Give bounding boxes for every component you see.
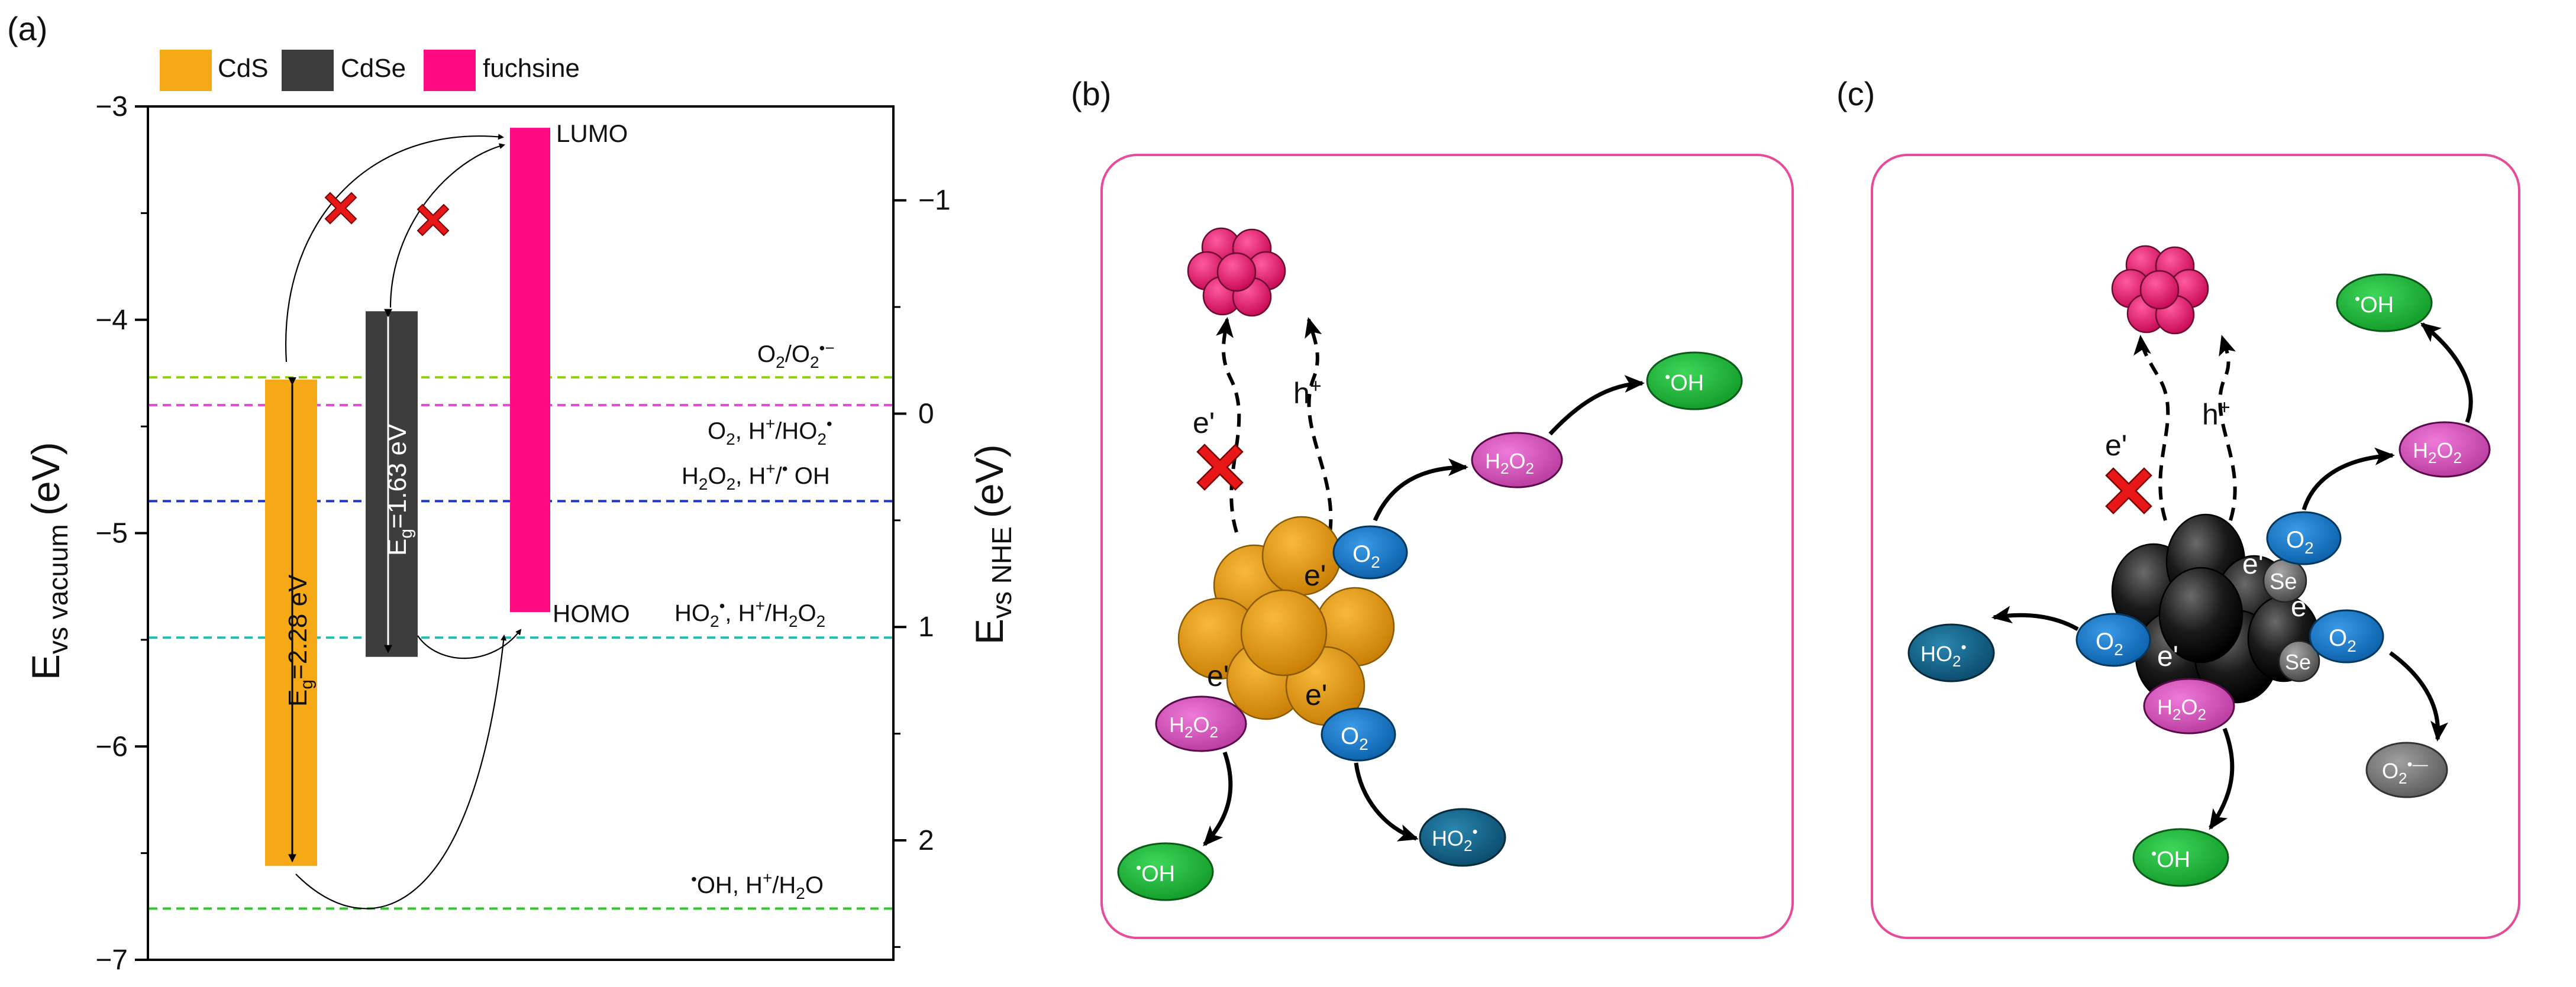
- svg-text:O2•—: O2•—: [2382, 755, 2428, 787]
- panel-b: (b) e' h+ e' e' e' O2 O2 H2O2: [1071, 75, 1794, 939]
- reaction-arrow: [2388, 651, 2448, 742]
- hole-path: [2218, 335, 2237, 521]
- cds-to-lumo-arrow: [285, 134, 504, 363]
- reaction-arrow: [1203, 751, 1233, 846]
- gap-label-cds: Eg=2.28 eV: [283, 574, 317, 707]
- homo-label: HOMO: [553, 600, 630, 627]
- hole-label: h+: [1293, 375, 1322, 410]
- svg-text:•OH: •OH: [2151, 844, 2190, 872]
- cdse-to-lumo-arrow: [389, 143, 505, 308]
- redox-labels: O2/O2•− O2, H+/HO2• H2O2, H+/• OH HO2•, …: [674, 339, 835, 902]
- right-axis-title: Evs NHE(eV): [967, 444, 1017, 645]
- svg-text:•OH: •OH: [1136, 859, 1175, 886]
- dye-molecule-icon: [2111, 245, 2209, 335]
- panel-c-frame: [1871, 154, 2520, 939]
- o2-molecule: O2: [2075, 613, 2151, 667]
- panel-b-frame: [1100, 154, 1794, 939]
- se-atom: Se: [2278, 640, 2320, 682]
- lumo-label: LUMO: [556, 119, 628, 147]
- redox-label-ho2: O2, H+/HO2•: [708, 415, 832, 448]
- electron-label: e': [2242, 549, 2264, 580]
- redox-label-o2-superoxide: O2/O2•−: [757, 339, 835, 371]
- blocked-cross-icon: [417, 203, 450, 237]
- reaction-arrow: [2301, 447, 2395, 511]
- redox-label-h2o2-oh: H2O2, H+/• OH: [682, 459, 830, 493]
- left-axis-tick-label: −3: [95, 91, 128, 122]
- svg-text:Se: Se: [2285, 650, 2311, 674]
- left-axis-tick-label: −4: [95, 305, 128, 336]
- oh-radical: •OH: [1646, 351, 1743, 410]
- band-fuchsine: [510, 128, 550, 612]
- o2-molecule: O2: [1321, 707, 1396, 762]
- electron-path: [1216, 317, 1241, 533]
- panel-label-a: (a): [7, 10, 47, 47]
- legend-swatch-cds: [160, 50, 212, 91]
- svg-text:Se: Se: [2270, 569, 2297, 594]
- svg-text:•OH: •OH: [1665, 368, 1704, 396]
- legend-label-cds: CdS: [218, 54, 269, 83]
- reaction-arrow: [1991, 606, 2079, 632]
- dye-molecule-icon: [1187, 227, 1286, 317]
- superoxide-radical: O2•—: [2365, 742, 2448, 798]
- reaction-arrow: [2209, 727, 2235, 830]
- h2o2-molecule: H2O2: [1471, 432, 1563, 488]
- oh-radical: •OH: [2336, 273, 2433, 332]
- blocked-cross-icon: [2105, 467, 2152, 514]
- ho2-radical: HO2•: [1419, 808, 1506, 867]
- oh-radical: •OH: [2132, 828, 2229, 887]
- panel-c: (c) e' h+ Se Se e' e' e' O2: [1836, 75, 2520, 939]
- electron-label: e': [2291, 591, 2312, 623]
- electron-label: e': [2157, 641, 2178, 672]
- cds-particle: [1177, 516, 1395, 726]
- left-axis-tick-label: −5: [95, 518, 128, 549]
- left-axis-tick-label: −7: [95, 944, 128, 976]
- ho2-radical: HO2•: [1907, 623, 1995, 682]
- o2-molecule: O2: [2309, 609, 2384, 664]
- electron-label: e': [2105, 429, 2127, 462]
- electron-path: [2133, 335, 2170, 521]
- hole-label: h+: [2202, 396, 2230, 431]
- o2-molecule: O2: [2266, 511, 2342, 565]
- oh-radical: •OH: [1117, 842, 1214, 901]
- left-axis: −3 −4 −5 −6 −7: [95, 91, 148, 976]
- hole-path: [1305, 317, 1333, 533]
- panel-a: (a) CdS CdSe fuchsine −3 −4 −5 −6 −7 −1 0 1 2 E…: [7, 10, 1017, 976]
- reaction-arrow: [2420, 322, 2473, 423]
- blocked-cross-icon: [324, 192, 357, 225]
- electron-label: e': [1207, 659, 1229, 692]
- electron-label: e': [1304, 559, 1326, 592]
- right-axis-tick-label: 1: [918, 611, 934, 643]
- electron-label: e': [1193, 406, 1215, 439]
- right-axis: −1 0 1 2: [893, 185, 951, 948]
- legend-label-fuchsine: fuchsine: [483, 54, 580, 83]
- legend-swatch-cdse: [282, 50, 334, 91]
- panel-label-c: (c): [1836, 75, 1875, 112]
- h2o2-molecule: H2O2: [2143, 678, 2235, 734]
- svg-text:•OH: •OH: [2355, 290, 2394, 318]
- reaction-arrow: [1354, 762, 1419, 842]
- electron-label: e': [1305, 678, 1327, 711]
- right-axis-tick-label: −1: [918, 185, 951, 216]
- right-axis-tick-label: 2: [918, 825, 934, 856]
- legend-swatch-fuchsine: [424, 50, 476, 91]
- redox-label-h2o2: HO2•, H+/H2O2: [674, 597, 825, 630]
- legend: CdS CdSe fuchsine: [160, 50, 580, 91]
- homo-to-cdse-arrow: [417, 629, 522, 659]
- left-axis-tick-label: −6: [95, 731, 128, 762]
- right-axis-tick-label: 0: [918, 398, 934, 429]
- o2-molecule: O2: [1332, 525, 1408, 580]
- h2o2-molecule: H2O2: [1155, 695, 1247, 752]
- h2o2-molecule: H2O2: [2399, 421, 2491, 478]
- homo-to-cds-arrow: [295, 635, 507, 910]
- left-axis-title: Evs vacuum(eV): [24, 442, 73, 680]
- redox-label-h2o: •OH, H+/H2O: [691, 869, 824, 902]
- reaction-arrow: [1548, 375, 1645, 436]
- panel-label-b: (b): [1071, 75, 1111, 112]
- legend-label-cdse: CdSe: [341, 54, 406, 83]
- reaction-arrow: [1373, 458, 1468, 522]
- blocked-cross-icon: [1196, 444, 1244, 491]
